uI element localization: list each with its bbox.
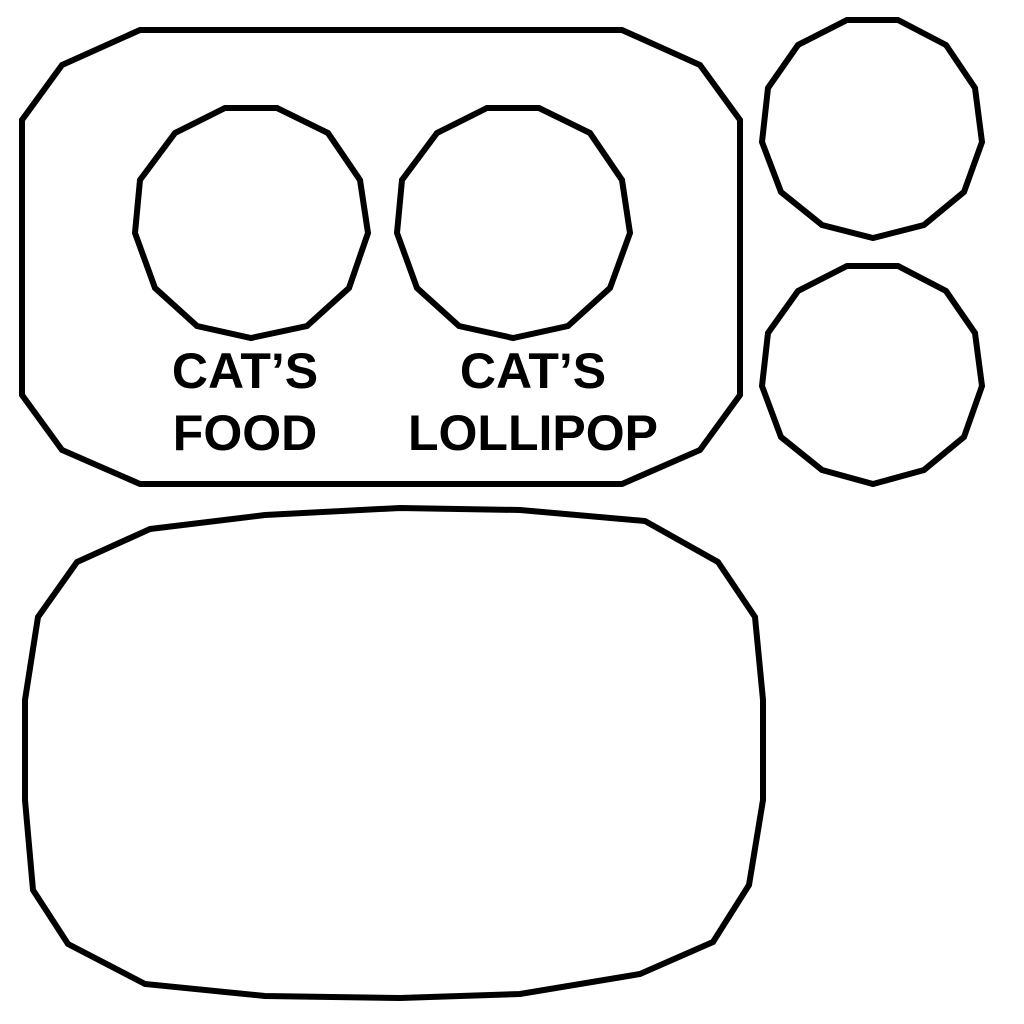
lollipop-bowl-hole: [393, 105, 634, 342]
food-label-line2: FOOD: [173, 405, 317, 461]
bowl-disc-top: [758, 17, 986, 242]
lollipop-label-line1: CAT’S: [460, 343, 606, 399]
tray-board-outline: [19, 27, 743, 487]
bowl-disc-bottom: [758, 263, 986, 488]
food-bowl-hole: [131, 105, 372, 342]
lollipop-label-line2: LOLLIPOP: [408, 405, 658, 461]
base-board-outline: [22, 504, 766, 1002]
food-label-line1: CAT’S: [172, 343, 318, 399]
